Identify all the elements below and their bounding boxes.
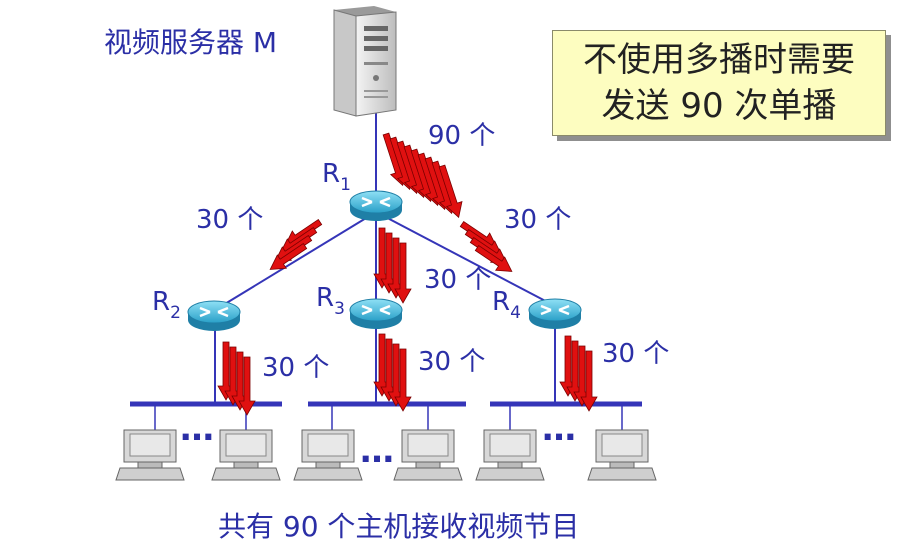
unicast-flow-arrows bbox=[217, 132, 598, 416]
host-ellipsis-lan2: … bbox=[180, 409, 214, 449]
flow-label-r1-r2: 30 个 bbox=[196, 205, 263, 235]
host-computer-icon bbox=[293, 429, 363, 481]
router-label-r4: R4 bbox=[492, 287, 521, 323]
note-line-2: 发送 90 次单播 bbox=[601, 86, 837, 126]
router-icon-r1 bbox=[349, 190, 403, 221]
unicast-note-box: 不使用多播时需要 发送 90 次单播 bbox=[552, 30, 886, 136]
host-computers bbox=[115, 429, 657, 481]
flow-label-lan-r2: 30 个 bbox=[262, 353, 329, 383]
video-server-icon bbox=[333, 6, 397, 117]
server-label: 视频服务器 M bbox=[104, 26, 277, 59]
flow-label-r1-r4: 30 个 bbox=[504, 205, 571, 235]
host-computer-icon bbox=[211, 429, 281, 481]
flow-arrow bbox=[474, 244, 513, 272]
flow-label-r1-r3: 30 个 bbox=[424, 265, 491, 295]
flow-label-lan-r4: 30 个 bbox=[602, 339, 669, 369]
router-icon-r3 bbox=[349, 298, 403, 329]
flow-label-lan-r3: 30 个 bbox=[418, 347, 485, 377]
network-links bbox=[214, 110, 556, 403]
note-line-1: 不使用多播时需要 bbox=[583, 40, 855, 80]
flow-arrow bbox=[394, 348, 412, 412]
flow-arrow bbox=[238, 356, 256, 416]
host-computer-icon bbox=[475, 429, 545, 481]
flow-arrow bbox=[580, 350, 598, 412]
host-computer-icon bbox=[115, 429, 185, 481]
host-ellipsis-lan4: … bbox=[542, 409, 576, 449]
router-label-r1: R1 bbox=[322, 159, 351, 195]
host-computer-icon bbox=[587, 429, 657, 481]
flow-arrow bbox=[438, 164, 463, 219]
flow-arrow bbox=[394, 242, 412, 304]
router-label-r3: R3 bbox=[316, 283, 345, 319]
caption: 共有 90 个主机接收视频节目 bbox=[218, 510, 579, 543]
flow-label-server-r1: 90 个 bbox=[428, 121, 495, 151]
host-computer-icon bbox=[393, 429, 463, 481]
router-icon-r2 bbox=[187, 300, 241, 331]
router-icon-r4 bbox=[528, 298, 582, 329]
host-ellipsis-lan3: … bbox=[360, 431, 394, 471]
router-label-r2: R2 bbox=[152, 287, 181, 323]
flow-arrow bbox=[269, 242, 308, 270]
